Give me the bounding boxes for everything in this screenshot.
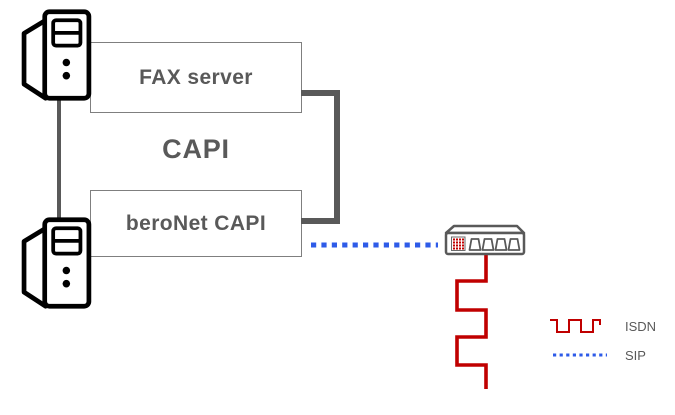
server-icon (24, 12, 89, 98)
capi-label: CAPI (162, 134, 230, 164)
beronet-capi-label: beroNet CAPI (125, 211, 267, 235)
legend-isdn-label: ISDN (625, 319, 657, 334)
switch-icon (444, 224, 526, 256)
legend-isdn-symbol (550, 319, 601, 333)
switch-ports (468, 238, 521, 251)
switch-led-grid (453, 238, 464, 250)
server-icon (24, 220, 89, 306)
legend-sip-label: SIP (625, 348, 646, 363)
capi-right-connector (301, 90, 340, 224)
fax-server-label: FAX server (139, 65, 253, 89)
isdn-connection (455, 254, 488, 389)
fax-server-box: FAX server (90, 42, 302, 113)
